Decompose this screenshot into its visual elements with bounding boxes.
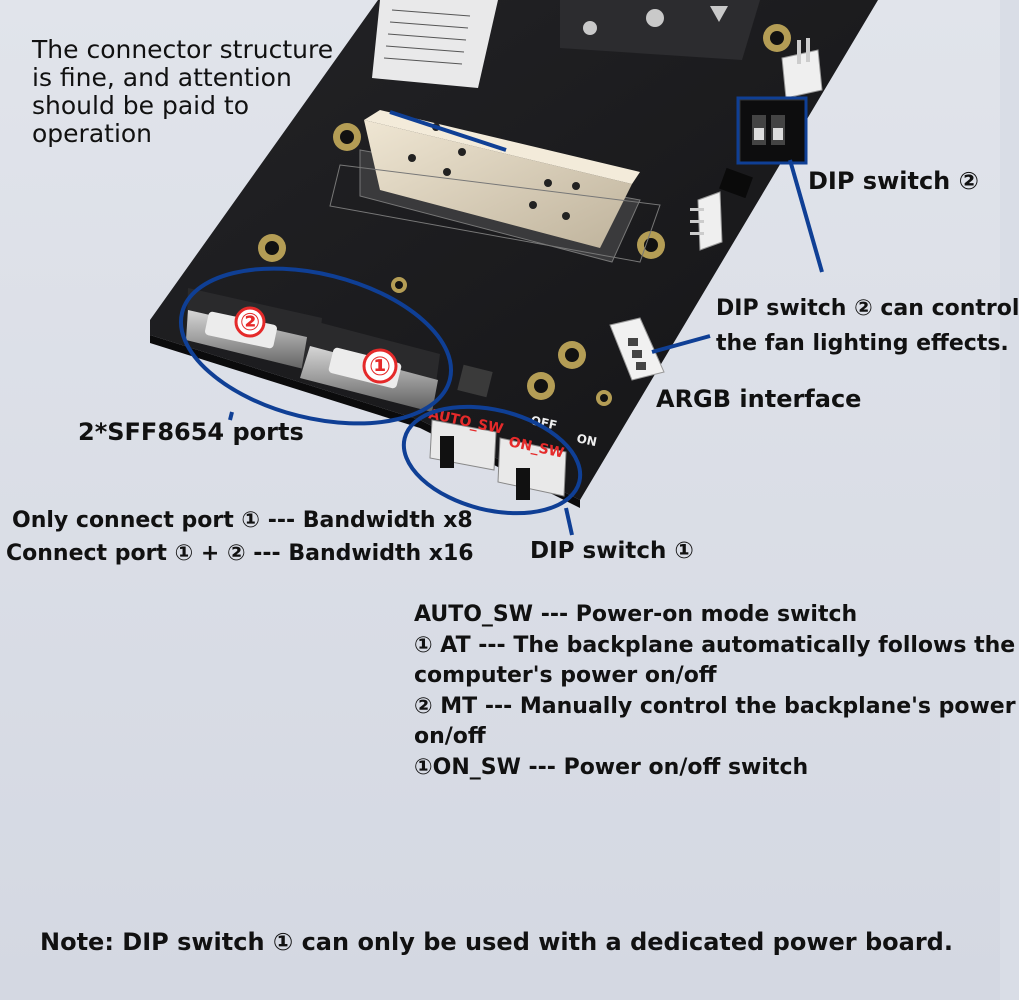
description-line: ② MT --- Manually control the backplane'… [414,693,1016,719]
bandwidth-line-2: Connect port ① + ② --- Bandwidth x16 [6,541,474,566]
description-line: ①ON_SW --- Power on/off switch [414,754,809,780]
description-line: computer's power on/off [414,663,717,688]
dip-switch-2-highlight [736,96,808,165]
bandwidth-line-1: Only connect port ① --- Bandwidth x8 [12,508,473,533]
dip-switch-2-desc-line-2: the fan lighting effects. [716,331,1009,356]
port-2-marker: ② [240,308,260,336]
argb-connector [609,317,665,381]
dip-switch-1-callout [401,404,583,516]
silkscreen-outline [329,164,661,263]
intro-line: is fine, and attention [32,63,292,92]
intro-line: should be paid to [32,91,250,120]
sff8654-port-2 [186,288,322,372]
dip-switch-2-desc-line-1: DIP switch ② can control [716,296,1019,321]
product-label [372,0,498,88]
dip-switch-2 [739,99,806,163]
description-line: AUTO_SW --- Power-on mode switch [414,602,858,627]
fan-connector-top [781,38,823,99]
mounting-holes [258,24,791,406]
dip-switch-1 [429,419,567,500]
label-barcode [383,9,471,65]
callout-lines [228,110,824,536]
description-line: ① AT --- The backplane automatically fol… [414,632,1016,658]
intro-line: The connector structure [32,35,334,64]
argb-interface-label: ARGB interface [656,385,862,413]
off-silkscreen: OFF [529,413,558,432]
compliance-icons [583,6,728,35]
sff-ports-label: 2*SFF8654 ports [78,418,304,446]
intro-line: operation [32,119,153,148]
dip-switch-1-label: DIP switch ① [530,538,694,564]
compliance-marks-panel [560,0,760,60]
intro-text: The connector structure is fine, and att… [32,36,362,148]
dip-switch-2-label: DIP switch ② [808,167,979,195]
note-text: Note: DIP switch ① can only be used with… [40,928,953,956]
description-line: on/off [414,724,486,749]
sff-ports-callout [178,266,454,426]
inductor [457,364,493,398]
sff8654-port-1 [300,320,440,412]
port-1-marker: ① [369,352,391,382]
on-silkscreen: ON [575,431,598,449]
power-switch-description: AUTO_SW --- Power-on mode switch ① AT --… [414,600,1016,783]
fan-connector-middle [690,191,723,251]
control-chip [719,167,753,199]
